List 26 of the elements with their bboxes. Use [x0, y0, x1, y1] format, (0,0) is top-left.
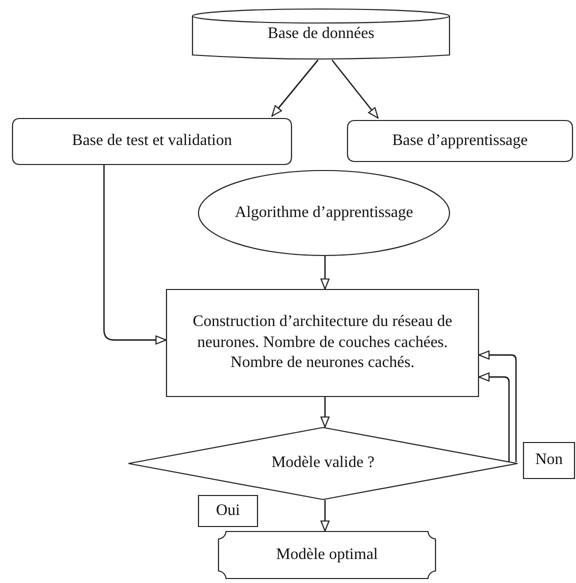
process-box	[166, 289, 479, 397]
arrow	[271, 60, 319, 117]
process-box	[12, 118, 292, 165]
database-cylinder	[192, 8, 450, 60]
node-text: Base d’apprentissage	[392, 130, 528, 151]
arrow	[320, 256, 330, 290]
node-text: Construction d’architecture du réseau de neurones. Nombre de couches cachées. Nombre de neurones cachés.	[192, 312, 454, 374]
arrow	[478, 350, 517, 462]
decision-diamond	[128, 427, 518, 500]
label-box	[523, 442, 575, 479]
node-text: Algorithme d’apprentissage	[234, 202, 414, 223]
arrow	[320, 500, 330, 532]
node-text: Base de test et validation	[72, 131, 232, 152]
label-box	[198, 495, 258, 527]
node-text: Non	[535, 450, 563, 470]
terminal-box	[218, 531, 436, 579]
arrow	[103, 165, 167, 345]
node-text: Modèle valide ?	[271, 453, 375, 474]
arrow	[320, 397, 330, 428]
arrow	[331, 60, 379, 119]
process-ellipse	[198, 170, 450, 256]
arrow	[478, 372, 510, 462]
node-text: Modèle optimal	[276, 544, 378, 565]
process-box	[347, 120, 573, 162]
node-text: Oui	[216, 500, 240, 521]
node-text: Base de données	[268, 24, 374, 44]
